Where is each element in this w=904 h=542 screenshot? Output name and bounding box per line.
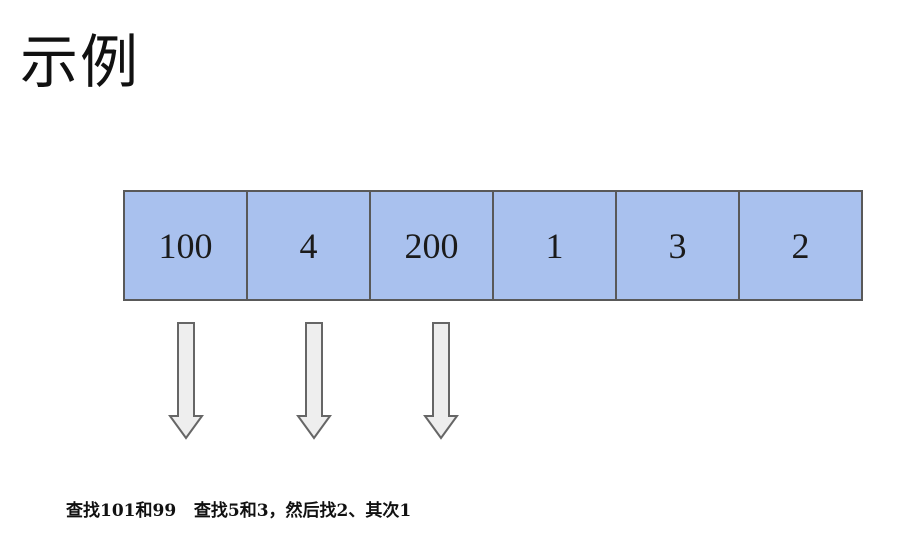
- array-cell-2: 4: [246, 190, 371, 301]
- array-cell-3: 200: [369, 190, 494, 301]
- down-arrow-icon: [168, 322, 204, 440]
- down-arrow-icon: [296, 322, 332, 440]
- array-cell-4: 1: [492, 190, 617, 301]
- array-row: 100 4 200 1 3 2: [123, 190, 863, 301]
- array-cell-6: 2: [738, 190, 863, 301]
- slide-title: 示例: [20, 28, 141, 96]
- caption-text: 查找101和99 查找5和3，然后找2、其次1: [66, 501, 412, 521]
- array-cell-1: 100: [123, 190, 248, 301]
- down-arrow-icon: [423, 322, 459, 440]
- array-cell-5: 3: [615, 190, 740, 301]
